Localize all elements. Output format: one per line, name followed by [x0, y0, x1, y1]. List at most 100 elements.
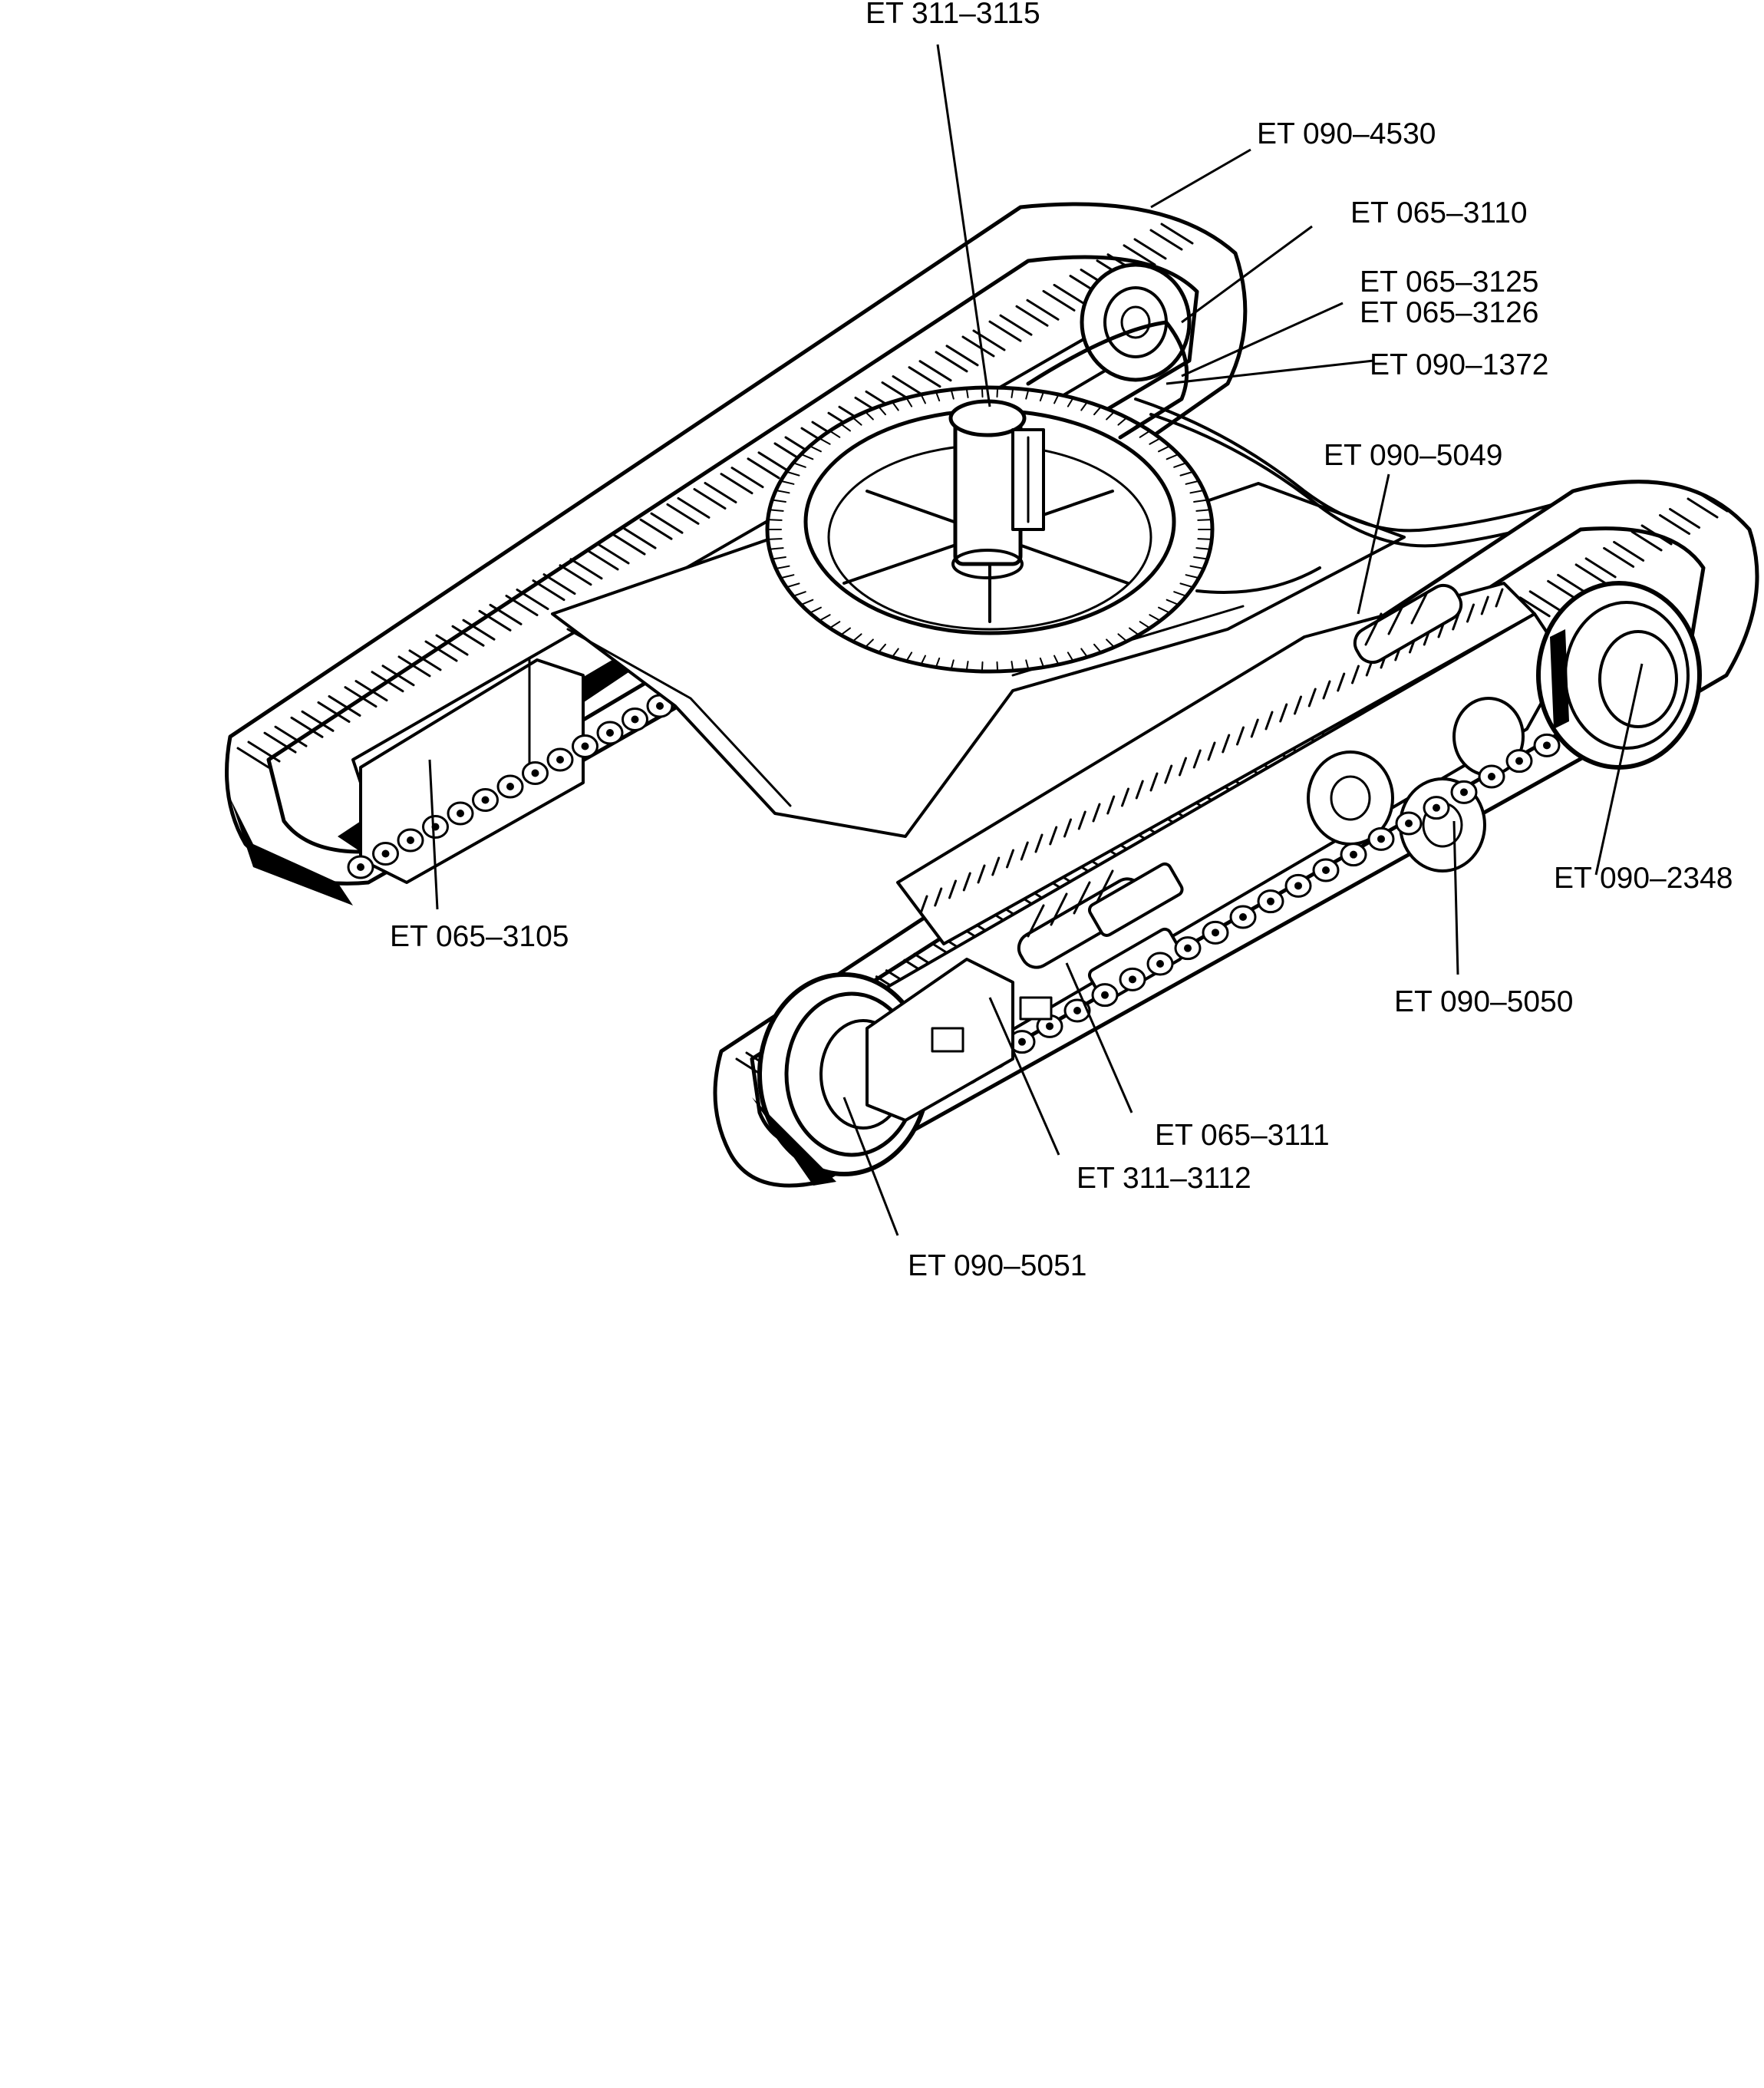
ring-tooth	[864, 411, 874, 421]
track-shoe	[908, 360, 952, 388]
track-shoe	[1687, 491, 1729, 519]
ring-tooth	[1106, 411, 1116, 421]
ring-tooth	[768, 547, 784, 550]
ring-tooth	[935, 657, 941, 668]
callout-label: ET 065–3125	[1360, 266, 1539, 299]
ring-tooth	[839, 627, 851, 636]
ring-tooth	[800, 599, 814, 606]
track-shoe	[1149, 223, 1194, 251]
ring-tooth	[809, 606, 822, 614]
rack-tooth	[1006, 849, 1014, 869]
chain-pin	[606, 729, 614, 737]
track-shoe	[612, 527, 657, 556]
right-track-assembly	[713, 480, 1759, 1188]
track-shoe	[290, 710, 335, 738]
ring-tooth	[1179, 470, 1194, 477]
right-frame-rack	[919, 588, 1504, 915]
rack-tooth	[1322, 680, 1331, 700]
rack-tooth	[1222, 734, 1231, 754]
ring-tooth	[965, 661, 969, 671]
track-shoe	[935, 345, 979, 373]
ring-tooth	[1189, 490, 1205, 494]
ring-tooth	[1093, 405, 1102, 416]
callout-labels: ET 311–3115 ET 090–4530 ET 065–3110 ET 0…	[390, 0, 1733, 1282]
ring-tooth	[818, 614, 831, 622]
ring-tooth	[829, 430, 841, 438]
ring-tooth	[1173, 591, 1188, 597]
ring-tooth	[1158, 606, 1171, 614]
chain-pin	[1267, 897, 1274, 905]
rack-tooth	[1106, 795, 1116, 815]
callout-label: ET 090–4530	[1257, 117, 1436, 150]
chain-pin	[1101, 991, 1109, 999]
ring-tooth	[1193, 499, 1208, 503]
track-shoe	[371, 665, 415, 693]
track-shoe	[1547, 573, 1589, 601]
ring-tooth	[1039, 391, 1045, 402]
ring-tooth	[771, 556, 786, 560]
track-shoe	[397, 649, 442, 678]
ring-tooth	[775, 565, 790, 569]
track-shoe	[505, 588, 549, 616]
rack-tooth	[991, 856, 1001, 876]
ring-tooth	[935, 391, 941, 402]
ring-tooth	[809, 445, 822, 453]
track-shoe	[747, 451, 791, 480]
ring-tooth	[1195, 509, 1212, 512]
ring-tooth	[1011, 661, 1014, 671]
track-shoe	[1518, 590, 1561, 618]
chain-pin	[407, 836, 414, 844]
chain-pin	[457, 810, 464, 817]
ring-tooth	[1193, 556, 1208, 560]
track-shoe	[424, 634, 469, 662]
ring-tooth	[1025, 388, 1030, 400]
ring-tooth	[1053, 655, 1060, 665]
track-shoe	[1015, 299, 1060, 327]
ring-tooth	[1011, 388, 1014, 398]
track-shoe	[1659, 507, 1701, 535]
ring-tooth	[1166, 599, 1179, 606]
rack-tooth	[1466, 603, 1475, 623]
rack-tooth	[1250, 718, 1259, 738]
callout-label: ET 065–3111	[1155, 1119, 1330, 1152]
rotary-joint	[948, 399, 1045, 579]
rack-tooth	[1063, 818, 1072, 838]
track-shoe	[639, 512, 684, 540]
ring-tooth	[1080, 648, 1089, 658]
rack-tooth	[1020, 841, 1029, 861]
ring-tooth	[1189, 565, 1205, 569]
rack-tooth	[1164, 764, 1173, 784]
ring-tooth	[1173, 462, 1188, 468]
chain-pin	[1018, 1037, 1026, 1046]
ring-tooth	[780, 480, 795, 485]
chain-pin	[1460, 788, 1468, 797]
ring-tooth	[1093, 643, 1102, 654]
rack-tooth	[948, 879, 957, 899]
ring-tooth	[1179, 582, 1194, 589]
chain-pin	[656, 702, 664, 710]
ring-tooth	[950, 388, 955, 400]
rack-tooth	[1307, 688, 1317, 708]
chain-pin	[1239, 913, 1247, 921]
ring-tooth	[839, 423, 851, 432]
rack-tooth	[1049, 826, 1058, 846]
ring-tooth	[1166, 453, 1179, 460]
car-body-frame	[551, 320, 1582, 838]
track-shoe	[1123, 238, 1167, 266]
track-shoe	[1574, 557, 1617, 585]
slewing-ring-gear-teeth	[767, 387, 1213, 672]
rack-tooth	[1351, 665, 1360, 684]
idler-yoke	[866, 958, 1053, 1122]
rack-tooth	[1207, 741, 1216, 761]
ring-tooth	[905, 651, 913, 662]
chain-pin	[581, 742, 589, 750]
chain-pin	[556, 756, 564, 764]
callout-label: ET 090–5051	[908, 1249, 1087, 1282]
chain-pin	[481, 796, 490, 804]
rack-tooth	[962, 872, 971, 892]
ring-tooth	[1053, 394, 1060, 404]
callout-label: ET 090–5049	[1324, 439, 1503, 472]
rack-tooth	[1179, 757, 1187, 777]
ring-tooth	[864, 638, 874, 648]
